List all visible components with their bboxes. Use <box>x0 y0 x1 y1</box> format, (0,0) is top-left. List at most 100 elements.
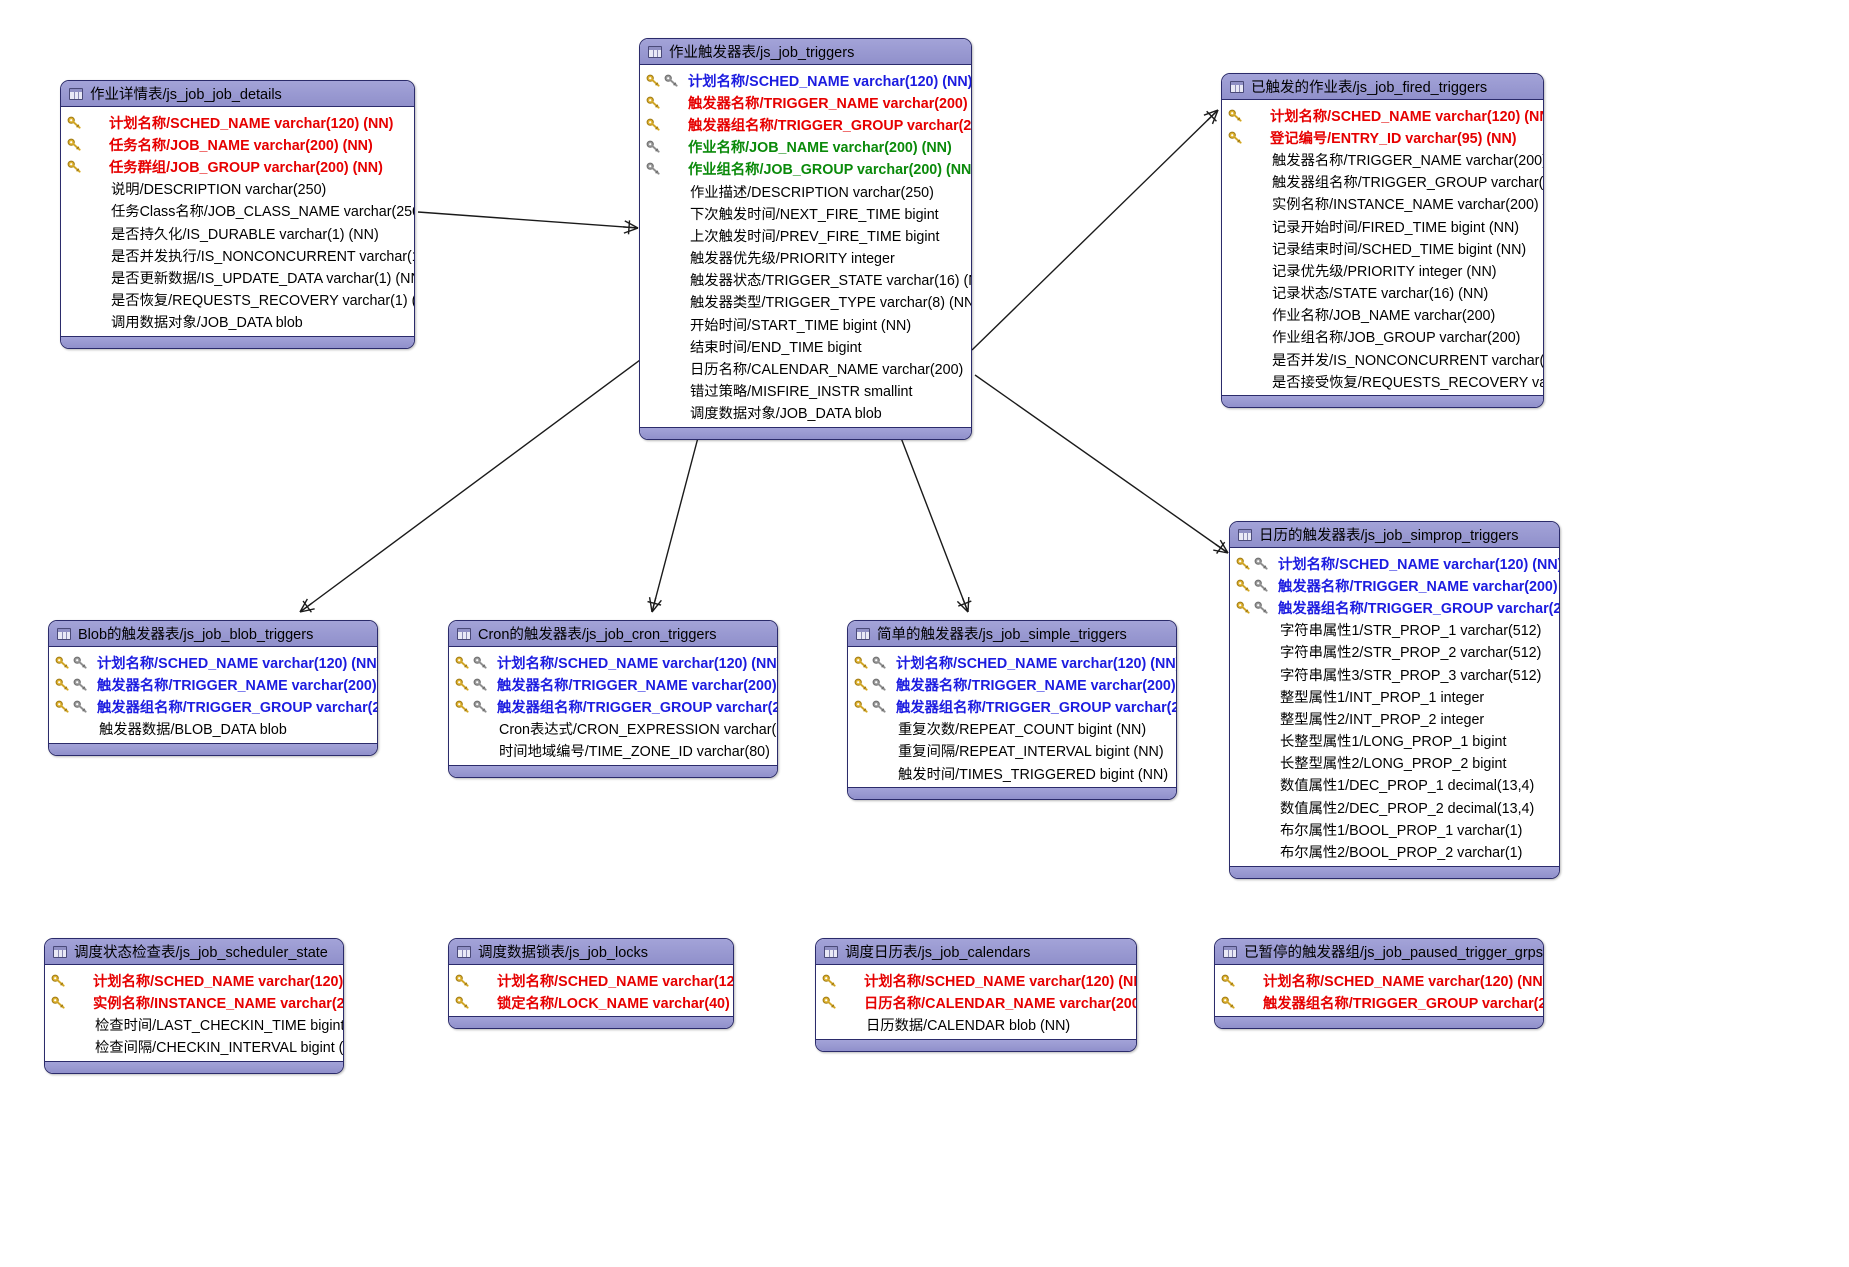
attribute-row[interactable]: 日历名称/CALENDAR_NAME varchar(200) (NN) <box>816 991 1136 1013</box>
attribute-row[interactable]: 错过策略/MISFIRE_INSTR smallint <box>640 380 971 402</box>
attribute-row[interactable]: 日历数据/CALENDAR blob (NN) <box>816 1013 1136 1035</box>
attribute-row[interactable]: 是否并发/IS_NONCONCURRENT varchar(1) <box>1222 348 1543 370</box>
attribute-row[interactable]: 重复间隔/REPEAT_INTERVAL bigint (NN) <box>848 740 1176 762</box>
entity-blob_triggers[interactable]: Blob的触发器表/js_job_blob_triggers 计划名称/SCHED… <box>48 620 378 756</box>
entity-calendars[interactable]: 调度日历表/js_job_calendars 计划名称/SCHED_NAME va… <box>815 938 1137 1052</box>
entity-cron_triggers[interactable]: Cron的触发器表/js_job_cron_triggers 计划名称/SCHED… <box>448 620 778 778</box>
attribute-row[interactable]: 作业描述/DESCRIPTION varchar(250) <box>640 180 971 202</box>
attribute-row[interactable]: 字符串属性2/STR_PROP_2 varchar(512) <box>1230 641 1559 663</box>
attribute-row[interactable]: 是否并发执行/IS_NONCONCURRENT varchar(1) (NN) <box>61 244 414 266</box>
attribute-row[interactable]: 触发器组名称/TRIGGER_GROUP varchar(200) (NN) <box>848 695 1176 717</box>
attribute-row[interactable]: 是否接受恢复/REQUESTS_RECOVERY varchar(1) <box>1222 370 1543 392</box>
attribute-row[interactable]: 作业组名称/JOB_GROUP varchar(200) (NN) <box>640 158 971 180</box>
entity-header-locks[interactable]: 调度数据锁表/js_job_locks <box>449 939 733 965</box>
attribute-row[interactable]: 布尔属性1/BOOL_PROP_1 varchar(1) <box>1230 818 1559 840</box>
attribute-row[interactable]: 锁定名称/LOCK_NAME varchar(40) (NN) <box>449 991 733 1013</box>
attribute-row[interactable]: 触发时间/TIMES_TRIGGERED bigint (NN) <box>848 762 1176 784</box>
attribute-row[interactable]: 数值属性1/DEC_PROP_1 decimal(13,4) <box>1230 774 1559 796</box>
attribute-row[interactable]: 记录状态/STATE varchar(16) (NN) <box>1222 282 1543 304</box>
attribute-row[interactable]: 实例名称/INSTANCE_NAME varchar(200) (NN) <box>45 991 343 1013</box>
attribute-row[interactable]: 登记编号/ENTRY_ID varchar(95) (NN) <box>1222 126 1543 148</box>
attribute-row[interactable]: 触发器类型/TRIGGER_TYPE varchar(8) (NN) <box>640 291 971 313</box>
attribute-row[interactable]: 是否持久化/IS_DURABLE varchar(1) (NN) <box>61 222 414 244</box>
entity-header-job_triggers[interactable]: 作业触发器表/js_job_triggers <box>640 39 971 65</box>
attribute-row[interactable]: 触发器组名称/TRIGGER_GROUP varchar(200) (NN) <box>1222 171 1543 193</box>
attribute-row[interactable]: 触发器名称/TRIGGER_NAME varchar(200) (NN) <box>640 91 971 113</box>
attribute-row[interactable]: 检查间隔/CHECKIN_INTERVAL bigint (NN) <box>45 1036 343 1058</box>
attribute-row[interactable]: 作业组名称/JOB_GROUP varchar(200) <box>1222 326 1543 348</box>
entity-header-scheduler_state[interactable]: 调度状态检查表/js_job_scheduler_state <box>45 939 343 965</box>
attribute-row[interactable]: Cron表达式/CRON_EXPRESSION varchar(120) (NN… <box>449 718 777 740</box>
attribute-row[interactable]: 计划名称/SCHED_NAME varchar(120) (NN) <box>640 69 971 91</box>
attribute-row[interactable]: 记录优先级/PRIORITY integer (NN) <box>1222 259 1543 281</box>
attribute-row[interactable]: 布尔属性2/BOOL_PROP_2 varchar(1) <box>1230 840 1559 862</box>
entity-header-calendars[interactable]: 调度日历表/js_job_calendars <box>816 939 1136 965</box>
attribute-row[interactable]: 说明/DESCRIPTION varchar(250) <box>61 178 414 200</box>
attribute-row[interactable]: 触发器数据/BLOB_DATA blob <box>49 718 377 740</box>
attribute-row[interactable]: 触发器名称/TRIGGER_NAME varchar(200) (NN) <box>1222 148 1543 170</box>
entity-header-blob_triggers[interactable]: Blob的触发器表/js_job_blob_triggers <box>49 621 377 647</box>
entity-header-job_details[interactable]: 作业详情表/js_job_job_details <box>61 81 414 107</box>
attribute-row[interactable]: 调度数据对象/JOB_DATA blob <box>640 402 971 424</box>
attribute-row[interactable]: 字符串属性1/STR_PROP_1 varchar(512) <box>1230 619 1559 641</box>
attribute-row[interactable]: 触发器名称/TRIGGER_NAME varchar(200) (NN) <box>848 673 1176 695</box>
attribute-row[interactable]: 计划名称/SCHED_NAME varchar(120) (NN) <box>449 651 777 673</box>
attribute-row[interactable]: 整型属性2/INT_PROP_2 integer <box>1230 707 1559 729</box>
attribute-row[interactable]: 触发器组名称/TRIGGER_GROUP varchar(200) (NN) <box>640 113 971 135</box>
attribute-row[interactable]: 任务Class名称/JOB_CLASS_NAME varchar(250) (N… <box>61 200 414 222</box>
entity-simprop_triggers[interactable]: 日历的触发器表/js_job_simprop_triggers 计划名称/SCHE… <box>1229 521 1560 879</box>
entity-header-cron_triggers[interactable]: Cron的触发器表/js_job_cron_triggers <box>449 621 777 647</box>
entity-paused_trigger_grps[interactable]: 已暂停的触发器组/js_job_paused_trigger_grps 计划名称/… <box>1214 938 1544 1030</box>
attribute-row[interactable]: 计划名称/SCHED_NAME varchar(120) (NN) <box>1222 104 1543 126</box>
attribute-row[interactable]: 长整型属性1/LONG_PROP_1 bigint <box>1230 730 1559 752</box>
attribute-row[interactable]: 触发器名称/TRIGGER_NAME varchar(200) (NN) <box>449 673 777 695</box>
attribute-row[interactable]: 触发器优先级/PRIORITY integer <box>640 247 971 269</box>
attribute-row[interactable]: 日历名称/CALENDAR_NAME varchar(200) <box>640 357 971 379</box>
attribute-row[interactable]: 作业名称/JOB_NAME varchar(200) <box>1222 304 1543 326</box>
attribute-row[interactable]: 长整型属性2/LONG_PROP_2 bigint <box>1230 752 1559 774</box>
attribute-row[interactable]: 触发器组名称/TRIGGER_GROUP varchar(200) (NN) <box>1230 596 1559 618</box>
attribute-row[interactable]: 计划名称/SCHED_NAME varchar(120) (NN) <box>848 651 1176 673</box>
attribute-row[interactable]: 计划名称/SCHED_NAME varchar(120) (NN) <box>1215 969 1543 991</box>
attribute-row[interactable]: 实例名称/INSTANCE_NAME varchar(200) (NN) <box>1222 193 1543 215</box>
attribute-row[interactable]: 任务名称/JOB_NAME varchar(200) (NN) <box>61 133 414 155</box>
entity-job_details[interactable]: 作业详情表/js_job_job_details 计划名称/SCHED_NAME … <box>60 80 415 349</box>
attribute-row[interactable]: 计划名称/SCHED_NAME varchar(120) (NN) <box>49 651 377 673</box>
attribute-row[interactable]: 开始时间/START_TIME bigint (NN) <box>640 313 971 335</box>
attribute-row[interactable]: 触发器名称/TRIGGER_NAME varchar(200) (NN) <box>49 673 377 695</box>
attribute-row[interactable]: 上次触发时间/PREV_FIRE_TIME bigint <box>640 224 971 246</box>
attribute-row[interactable]: 计划名称/SCHED_NAME varchar(120) (NN) <box>45 969 343 991</box>
attribute-row[interactable]: 重复次数/REPEAT_COUNT bigint (NN) <box>848 718 1176 740</box>
attribute-row[interactable]: 是否更新数据/IS_UPDATE_DATA varchar(1) (NN) <box>61 266 414 288</box>
attribute-row[interactable]: 触发器组名称/TRIGGER_GROUP varchar(200) (NN) <box>449 695 777 717</box>
entity-header-simple_triggers[interactable]: 简单的触发器表/js_job_simple_triggers <box>848 621 1176 647</box>
attribute-row[interactable]: 整型属性1/INT_PROP_1 integer <box>1230 685 1559 707</box>
entity-header-simprop_triggers[interactable]: 日历的触发器表/js_job_simprop_triggers <box>1230 522 1559 548</box>
attribute-row[interactable]: 作业名称/JOB_NAME varchar(200) (NN) <box>640 136 971 158</box>
attribute-row[interactable]: 记录开始时间/FIRED_TIME bigint (NN) <box>1222 215 1543 237</box>
attribute-row[interactable]: 计划名称/SCHED_NAME varchar(120) (NN) <box>1230 552 1559 574</box>
attribute-row[interactable]: 数值属性2/DEC_PROP_2 decimal(13,4) <box>1230 796 1559 818</box>
entity-header-fired_triggers[interactable]: 已触发的作业表/js_job_fired_triggers <box>1222 74 1543 100</box>
entity-locks[interactable]: 调度数据锁表/js_job_locks 计划名称/SCHED_NAME varch… <box>448 938 734 1030</box>
attribute-row[interactable]: 计划名称/SCHED_NAME varchar(120) (NN) <box>449 969 733 991</box>
attribute-row[interactable]: 记录结束时间/SCHED_TIME bigint (NN) <box>1222 237 1543 259</box>
entity-job_triggers[interactable]: 作业触发器表/js_job_triggers 计划名称/SCHED_NAME va… <box>639 38 972 440</box>
attribute-row[interactable]: 调用数据对象/JOB_DATA blob <box>61 311 414 333</box>
attribute-row[interactable]: 触发器组名称/TRIGGER_GROUP varchar(200) (NN) <box>49 695 377 717</box>
attribute-row[interactable]: 计划名称/SCHED_NAME varchar(120) (NN) <box>816 969 1136 991</box>
attribute-row[interactable]: 时间地域编号/TIME_ZONE_ID varchar(80) <box>449 740 777 762</box>
attribute-row[interactable]: 触发器组名称/TRIGGER_GROUP varchar(200) (NN) <box>1215 991 1543 1013</box>
attribute-row[interactable]: 任务群组/JOB_GROUP varchar(200) (NN) <box>61 155 414 177</box>
attribute-row[interactable]: 字符串属性3/STR_PROP_3 varchar(512) <box>1230 663 1559 685</box>
attribute-row[interactable]: 触发器状态/TRIGGER_STATE varchar(16) (NN) <box>640 269 971 291</box>
attribute-row[interactable]: 触发器名称/TRIGGER_NAME varchar(200) (NN) <box>1230 574 1559 596</box>
attribute-row[interactable]: 结束时间/END_TIME bigint <box>640 335 971 357</box>
attribute-row[interactable]: 下次触发时间/NEXT_FIRE_TIME bigint <box>640 202 971 224</box>
attribute-row[interactable]: 是否恢复/REQUESTS_RECOVERY varchar(1) (NN) <box>61 289 414 311</box>
entity-fired_triggers[interactable]: 已触发的作业表/js_job_fired_triggers 计划名称/SCHED_… <box>1221 73 1544 409</box>
attribute-row[interactable]: 计划名称/SCHED_NAME varchar(120) (NN) <box>61 111 414 133</box>
entity-scheduler_state[interactable]: 调度状态检查表/js_job_scheduler_state 计划名称/SCHED… <box>44 938 344 1074</box>
entity-simple_triggers[interactable]: 简单的触发器表/js_job_simple_triggers 计划名称/SCHED… <box>847 620 1177 801</box>
entity-header-paused_trigger_grps[interactable]: 已暂停的触发器组/js_job_paused_trigger_grps <box>1215 939 1543 965</box>
